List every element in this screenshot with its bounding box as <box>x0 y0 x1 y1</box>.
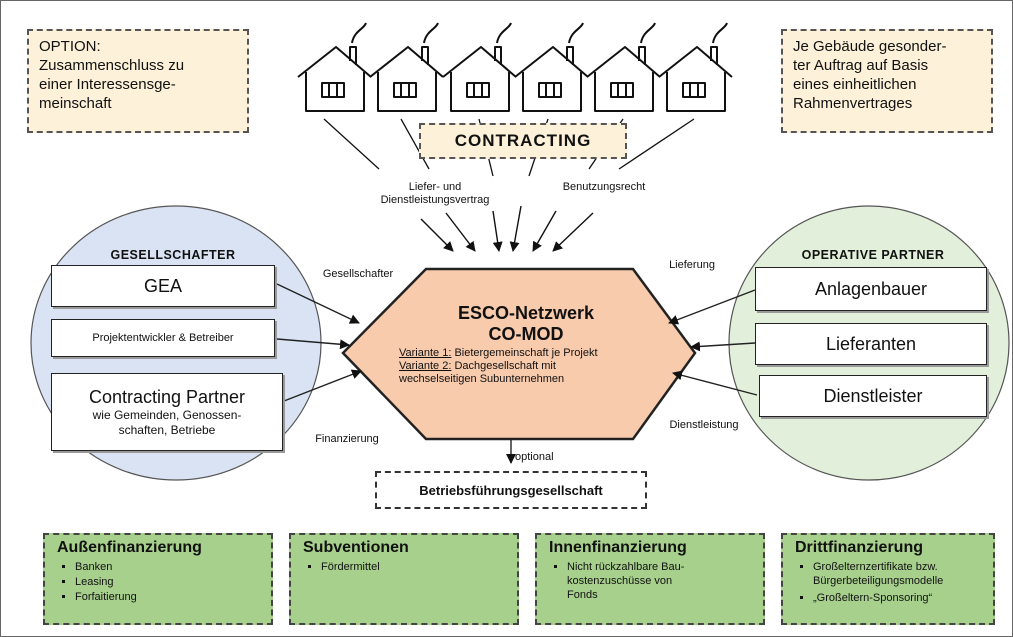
list-item: Banken <box>75 560 263 575</box>
side-arrows <box>276 283 758 402</box>
variante-1-label: Variante 1: <box>399 347 452 359</box>
contracting-partner-sub: wie Gemeinden, Genossen- schaften, Betri… <box>92 407 242 437</box>
list-item: Forfaitierung <box>75 590 263 605</box>
list-item: Leasing <box>75 575 263 590</box>
finance-title: Innenfinanzierung <box>549 539 687 556</box>
house-icon <box>658 22 733 112</box>
variante-2-label: Variante 2: <box>399 360 452 372</box>
projektentwickler-box: Projektentwickler & Betreiber <box>51 319 275 357</box>
finance-title: Außenfinanzierung <box>57 539 202 556</box>
anlagenbauer-label: Anlagenbauer <box>814 278 928 299</box>
esco-title: ESCO-Netzwerk <box>457 303 595 323</box>
rahmenvertrag-note: Je Gebäude gesonder- ter Auftrag auf Bas… <box>781 29 993 133</box>
lieferanten-box: Lieferanten <box>755 323 987 365</box>
label-optional: optional <box>515 451 554 463</box>
finance-list: Banken Leasing Forfaitierung <box>57 560 263 605</box>
contract-arrows <box>420 205 594 252</box>
gea-box: GEA <box>51 265 275 307</box>
variante-2: Variante 2: Dachgesellschaft mit <box>399 360 661 373</box>
gesellschafter-title: GESELLSCHAFTER <box>110 248 236 262</box>
option-note: OPTION: Zusammenschluss zu einer Interes… <box>27 29 249 133</box>
variante-1: Variante 1: Bietergemeinschaft je Projek… <box>399 347 661 360</box>
variante-2-text: Dachgesellschaft mit <box>451 360 556 372</box>
lieferanten-label: Lieferanten <box>825 333 917 354</box>
finance-title: Drittfinanzierung <box>795 539 923 556</box>
finance-title: Subventionen <box>303 539 409 556</box>
esco-subtitle: CO-MOD <box>488 324 564 344</box>
finance-list: Großelternzertifikate bzw. Bürgerbeteili… <box>795 560 985 606</box>
label-lieferung: Lieferung <box>669 259 715 271</box>
label-finanzierung: Finanzierung <box>315 433 379 445</box>
house-icon <box>369 22 444 112</box>
houses <box>297 22 733 112</box>
operative-partner-title: OPERATIVE PARTNER <box>801 248 945 262</box>
variante-1-text: Bietergemeinschaft je Projekt <box>451 347 598 359</box>
finance-box-subventionen: Subventionen Fördermittel <box>289 533 519 625</box>
contracting-partner-box: Contracting Partner wie Gemeinden, Genos… <box>51 373 283 451</box>
projektentwickler-label: Projektentwickler & Betreiber <box>92 332 234 344</box>
label-liefer-dienst: Liefer- und Dienstleistungsvertrag <box>380 181 490 206</box>
dienstleister-label: Dienstleister <box>823 385 923 406</box>
label-benutzungsrecht: Benutzungsrecht <box>562 181 646 193</box>
gea-label: GEA <box>143 275 182 296</box>
label-gesellschafter: Gesellschafter <box>322 268 394 280</box>
esco-hexagon <box>341 267 697 441</box>
esco-content: ESCO-Netzwerk CO-MOD Variante 1: Bieterg… <box>391 303 661 386</box>
house-icon <box>442 22 517 112</box>
finance-list: Nicht rückzahlbare Bau- kostenzuschüsse … <box>549 560 755 602</box>
contracting-partner-label: Contracting Partner <box>88 386 246 407</box>
betriebsfuehrung-label: Betriebsführungsgesellschaft <box>419 482 603 498</box>
list-item: Nicht rückzahlbare Bau- kostenzuschüsse … <box>567 560 755 602</box>
finance-list: Fördermittel <box>303 560 509 575</box>
betriebsfuehrung-box: Betriebsführungsgesellschaft <box>375 471 647 509</box>
house-icon <box>514 22 589 112</box>
dienstleister-box: Dienstleister <box>759 375 987 417</box>
finance-box-aussen: Außenfinanzierung Banken Leasing Forfait… <box>43 533 273 625</box>
house-icon <box>586 22 661 112</box>
list-item: „Großeltern-Sponsoring“ <box>813 591 985 606</box>
label-dienstleistung: Dienstleistung <box>669 419 739 431</box>
finance-box-innen: Innenfinanzierung Nicht rückzahlbare Bau… <box>535 533 765 625</box>
list-item: Großelternzertifikate bzw. Bürgerbeteili… <box>813 560 985 588</box>
list-item: Fördermittel <box>321 560 509 575</box>
anlagenbauer-box: Anlagenbauer <box>755 267 987 311</box>
variante-2-cont: wechselseitigen Subunternehmen <box>399 373 565 385</box>
finance-box-dritt: Drittfinanzierung Großelternzertifikate … <box>781 533 995 625</box>
contracting-box: CONTRACTING <box>419 123 627 159</box>
house-icon <box>297 22 372 112</box>
